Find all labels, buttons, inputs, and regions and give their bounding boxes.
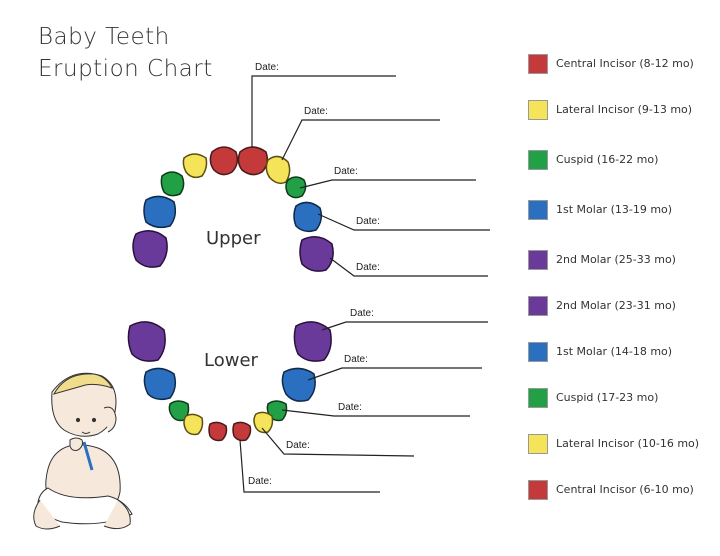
upper-cuspid-right [285, 176, 307, 199]
upper-arch [132, 146, 334, 272]
title-line-1: Baby Teeth [38, 24, 170, 50]
date-label-lower-cuspid: Date: [338, 402, 362, 413]
upper-second-molar-leader [329, 257, 488, 277]
date-label-upper-cuspid: Date: [334, 166, 358, 177]
upper-first-molar-left [143, 195, 177, 229]
upper-label: Upper [206, 228, 261, 249]
upper-central-incisor-right [237, 146, 269, 176]
date-label-lower-first-molar: Date: [344, 354, 368, 365]
lower-arch [127, 321, 332, 442]
lower-lateral-incisor-left [183, 413, 204, 436]
legend-label: 2nd Molar (23-31 mo) [556, 299, 676, 312]
legend-swatch [528, 54, 548, 74]
upper-cuspid-leader [299, 179, 476, 189]
legend-label: 2nd Molar (25-33 mo) [556, 253, 676, 266]
legend-label: Cuspid (17-23 mo) [556, 391, 659, 404]
legend-swatch [528, 480, 548, 500]
legend-swatch [528, 150, 548, 170]
lower-lateral-leader [261, 427, 415, 457]
date-label-upper-central: Date: [255, 62, 279, 73]
title-line-2: Eruption Chart [38, 56, 213, 82]
upper-lateral-incisor-right [265, 155, 291, 185]
lower-second-molar-left [127, 321, 166, 362]
legend-swatch [528, 342, 548, 362]
lower-central-incisor-left [208, 421, 228, 442]
legend-label: Central Incisor (8-12 mo) [556, 57, 694, 70]
upper-cuspid-left [160, 171, 185, 197]
lower-first-molar-right [281, 367, 316, 402]
baby-illustration [33, 372, 133, 530]
legend-swatch [528, 250, 548, 270]
legend-swatch [528, 200, 548, 220]
date-label-lower-central: Date: [248, 476, 272, 487]
legend-label: 1st Molar (13-19 mo) [556, 203, 673, 216]
legend-label: Lateral Incisor (9-13 mo) [556, 103, 693, 116]
date-label-lower-lateral: Date: [286, 440, 310, 451]
lower-second-molar-right [293, 321, 332, 362]
lower-first-molar-left [143, 367, 177, 401]
upper-lateral-leader [281, 119, 440, 161]
lower-central-incisor-right [232, 421, 252, 442]
upper-leader-lines [251, 75, 490, 277]
legend-swatch [528, 388, 548, 408]
lower-cuspid-leader [281, 409, 470, 417]
date-label-lower-second-molar: Date: [350, 308, 374, 319]
legend-label: 1st Molar (14-18 mo) [556, 345, 673, 358]
lower-lateral-incisor-right [253, 411, 274, 434]
upper-second-molar-left [132, 230, 168, 268]
legend-swatch [528, 296, 548, 316]
legend-swatch [528, 434, 548, 454]
upper-central-leader [251, 75, 396, 148]
legend-label: Central Incisor (6-10 mo) [556, 483, 694, 496]
date-label-upper-second-molar: Date: [356, 262, 380, 273]
upper-first-molar-leader [317, 213, 490, 231]
upper-central-incisor-left [209, 146, 239, 176]
date-label-upper-first-molar: Date: [356, 216, 380, 227]
lower-central-leader [239, 439, 380, 493]
lower-second-molar-leader [321, 321, 488, 331]
upper-lateral-incisor-left [182, 153, 208, 179]
legend-label: Lateral Incisor (10-16 mo) [556, 437, 700, 450]
upper-second-molar-right [299, 236, 334, 272]
legend-swatch [528, 100, 548, 120]
lower-first-molar-leader [307, 367, 482, 381]
lower-leader-lines [239, 321, 488, 493]
date-label-upper-lateral: Date: [304, 106, 328, 117]
upper-first-molar-right [293, 201, 323, 233]
legend-label: Cuspid (16-22 mo) [556, 153, 659, 166]
lower-label: Lower [204, 350, 258, 371]
